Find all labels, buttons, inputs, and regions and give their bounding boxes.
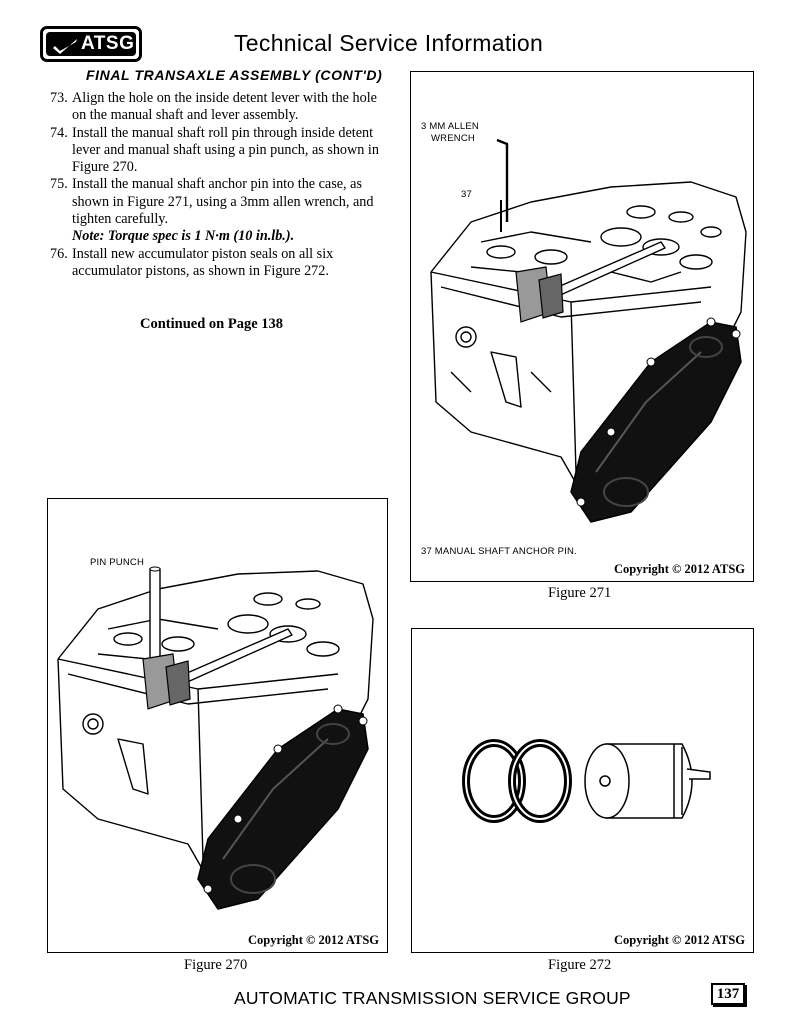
copyright: Copyright © 2012 ATSG	[614, 933, 745, 947]
step-number: 76.	[50, 245, 68, 262]
copyright: Copyright © 2012 ATSG	[614, 562, 745, 576]
step-75: 75. Install the manual shaft anchor pin …	[50, 176, 380, 228]
instruction-steps: 73. Align the hole on the inside detent …	[50, 90, 380, 280]
step-text: Install new accumulator piston seals on …	[72, 245, 334, 279]
footer-text: AUTOMATIC TRANSMISSION SERVICE GROUP	[234, 988, 631, 1008]
figure-270-caption: Figure 270	[184, 957, 248, 973]
figure-272-caption: Figure 272	[548, 957, 612, 973]
section-heading: FINAL TRANSAXLE ASSEMBLY (CONT'D)	[86, 67, 383, 83]
step-74: 74. Install the manual shaft roll pin th…	[50, 125, 380, 177]
page-number: 137	[711, 983, 745, 1005]
step-number: 73.	[50, 90, 68, 106]
accumulator-piston	[584, 743, 711, 819]
step-number: 74.	[50, 124, 68, 141]
step-text: Install the manual shaft anchor pin into…	[72, 176, 374, 228]
transaxle-case-illustration	[430, 138, 747, 523]
pin-punch-callout: PIN PUNCH	[90, 557, 145, 568]
continued-note: Continued on Page 138	[140, 316, 284, 332]
logo-check-icon	[53, 39, 77, 54]
wrench-callout-line2: WRENCH	[431, 133, 475, 144]
figure-271-caption: Figure 271	[548, 585, 612, 601]
torque-note: Note: Torque spec is 1 N·m (10 in.lb.).	[72, 228, 295, 245]
piston-seal-illustration	[462, 739, 711, 823]
logo-text: ATSG	[81, 33, 135, 54]
seal-ring-right	[508, 739, 572, 823]
step-76: 76. Install new accumulator piston seals…	[50, 246, 380, 281]
figure-legend: 37 MANUAL SHAFT ANCHOR PIN.	[421, 546, 577, 557]
figure-271-frame: 3 MM ALLEN WRENCH 37 37 MANUAL SHAFT ANC…	[410, 71, 754, 582]
step-text: Align the hole on the inside detent leve…	[72, 90, 377, 124]
anchor-pin-callout: 37	[461, 189, 472, 200]
step-73: 73. Align the hole on the inside detent …	[50, 90, 380, 125]
transaxle-case-illustration	[57, 566, 374, 910]
wrench-callout-line1: 3 MM ALLEN	[421, 121, 479, 132]
figure-272-frame: Copyright © 2012 ATSG	[411, 628, 754, 953]
seal-ring-left	[462, 739, 526, 823]
copyright: Copyright © 2012 ATSG	[248, 933, 379, 947]
step-number: 75.	[50, 176, 68, 193]
page-title: Technical Service Information	[234, 30, 544, 56]
figure-270-frame: PIN PUNCH Copyright © 2012 ATSG	[47, 498, 388, 953]
atsg-logo-icon: ATSG	[40, 26, 142, 62]
step-text: Install the manual shaft roll pin throug…	[72, 124, 379, 176]
